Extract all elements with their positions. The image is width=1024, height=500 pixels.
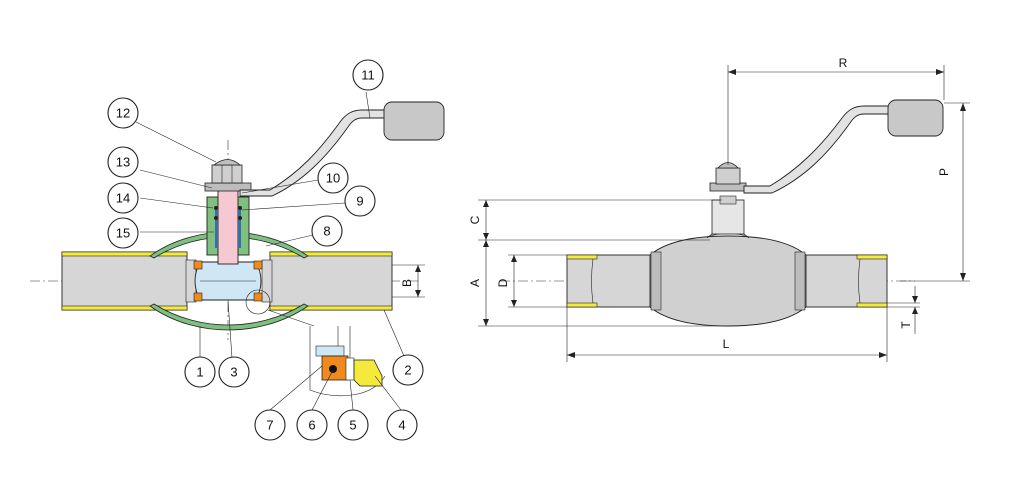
svg-text:5: 5 [349,418,356,433]
svg-text:14: 14 [116,191,130,206]
dim-label-l: L [723,337,730,351]
svg-text:15: 15 [116,226,130,241]
handle [239,101,445,197]
callout-4: 4 [386,409,418,441]
dimension-l: L [566,307,888,362]
svg-text:6: 6 [308,418,315,433]
callout-11: 11 [352,59,384,91]
dimension-d: D [496,254,567,308]
leader-lines [135,91,405,411]
svg-text:11: 11 [361,68,375,83]
callout-8: 8 [311,215,343,247]
ball [194,261,262,301]
stem-housing [206,187,250,265]
right-pipe [261,251,393,311]
svg-text:7: 7 [266,418,273,433]
external-handle-grip [887,99,944,137]
svg-text:10: 10 [326,171,340,186]
external-neck [711,199,745,235]
callout-6: 6 [296,409,328,441]
callout-13: 13 [107,146,139,178]
callout-15: 15 [107,217,139,249]
svg-text:8: 8 [323,224,330,239]
svg-text:13: 13 [116,155,130,170]
svg-text:9: 9 [356,194,363,209]
external-nut [709,162,747,192]
external-left-pipe [566,254,653,308]
callout-2: 2 [392,354,424,386]
dimension-a: A [468,240,728,327]
svg-text:12: 12 [116,106,130,121]
valve-body-shell [149,231,309,259]
svg-text:4: 4 [398,418,405,433]
detail-bubble [245,289,386,397]
callout-12: 12 [107,97,139,129]
dim-label-r: R [839,56,848,70]
svg-text:3: 3 [230,365,237,380]
seat-top-left [193,260,203,270]
callout-5: 5 [337,409,369,441]
callout-9: 9 [344,185,376,217]
dim-label-c: C [468,215,482,224]
dimension-p: P [900,102,970,282]
stem [217,187,239,265]
stem-nut [204,159,252,192]
dim-label-a: A [468,279,482,287]
dim-label-b: B [400,279,414,287]
dim-label-t: T [899,321,913,329]
callout-1: 1 [184,356,216,388]
callout-10: 10 [317,162,349,194]
body-weld-right [794,251,806,311]
external-handle [743,99,944,194]
callout-7: 7 [254,409,286,441]
external-body [649,235,807,327]
external-right-pipe [804,254,888,308]
dim-label-p: P [937,168,951,176]
dimension-b: B [392,264,425,298]
seat-bottom-right [253,292,263,302]
dimension-r: R [727,56,945,165]
sectional-view: B 1 2 3 4 5 6 7 8 9 10 1 [30,59,445,441]
callout-14: 14 [107,182,139,214]
seat-bottom-left [193,292,203,302]
handle-grip [383,101,445,141]
seat-top-right [253,260,263,270]
body-weld-left [650,251,662,311]
dim-label-d: D [496,278,510,287]
callout-3: 3 [218,356,250,388]
svg-text:1: 1 [196,365,203,380]
svg-text:2: 2 [404,363,411,378]
dimension-t: T [887,286,920,334]
external-view: R P C A [468,56,970,362]
dimension-c: C [468,199,722,241]
left-pipe [61,251,197,311]
